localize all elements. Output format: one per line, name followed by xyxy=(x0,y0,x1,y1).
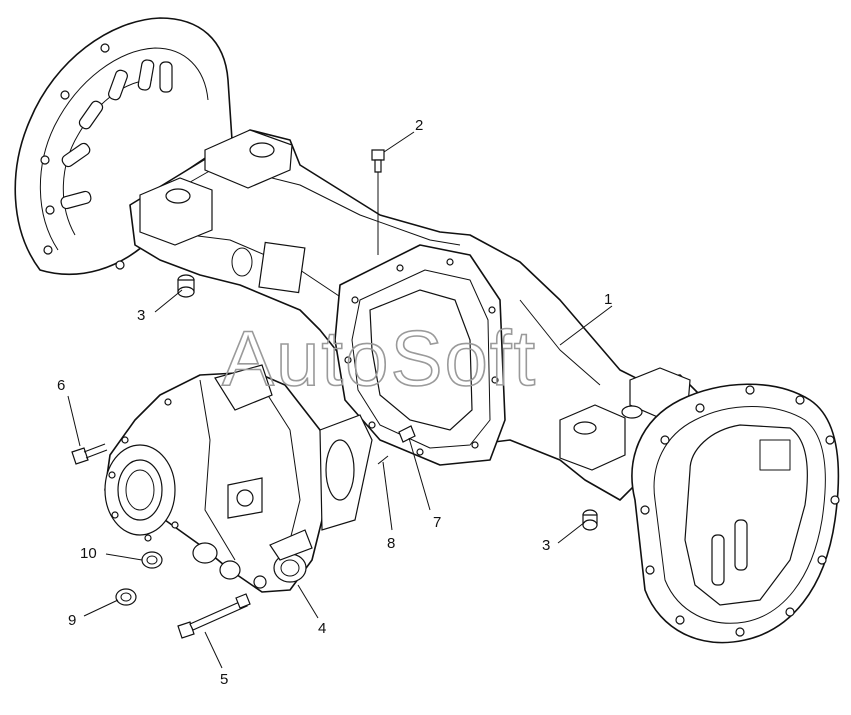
pin-8 xyxy=(377,455,389,465)
breather-vent-2 xyxy=(371,149,385,255)
watermark: AutoSoft xyxy=(222,314,537,402)
callout-3-left: 3 xyxy=(137,307,145,324)
dowel-pin-7 xyxy=(398,425,416,443)
leader-lines xyxy=(67,131,613,669)
callout-labels: 1 2 3 3 4 5 6 7 8 9 10 xyxy=(57,117,612,688)
callout-10: 10 xyxy=(80,545,97,562)
differential-housing-opening xyxy=(334,244,506,466)
callout-2: 2 xyxy=(415,117,423,134)
plug-3-right xyxy=(582,509,598,531)
differential-carrier xyxy=(104,364,373,593)
callout-5: 5 xyxy=(220,671,228,688)
callout-3-right: 3 xyxy=(542,537,550,554)
callout-7: 7 xyxy=(433,514,441,531)
washer-10 xyxy=(141,551,163,569)
bolt-5 xyxy=(177,593,251,639)
plug-3-left xyxy=(177,274,195,298)
washer-9 xyxy=(115,588,137,606)
bolt-6 xyxy=(71,443,108,465)
callout-8: 8 xyxy=(387,535,395,552)
callout-4: 4 xyxy=(318,620,326,637)
callout-9: 9 xyxy=(68,612,76,629)
callout-1: 1 xyxy=(604,291,612,308)
right-wheel-flange xyxy=(631,383,840,644)
left-wheel-flange xyxy=(14,17,233,276)
callout-6: 6 xyxy=(57,377,65,394)
